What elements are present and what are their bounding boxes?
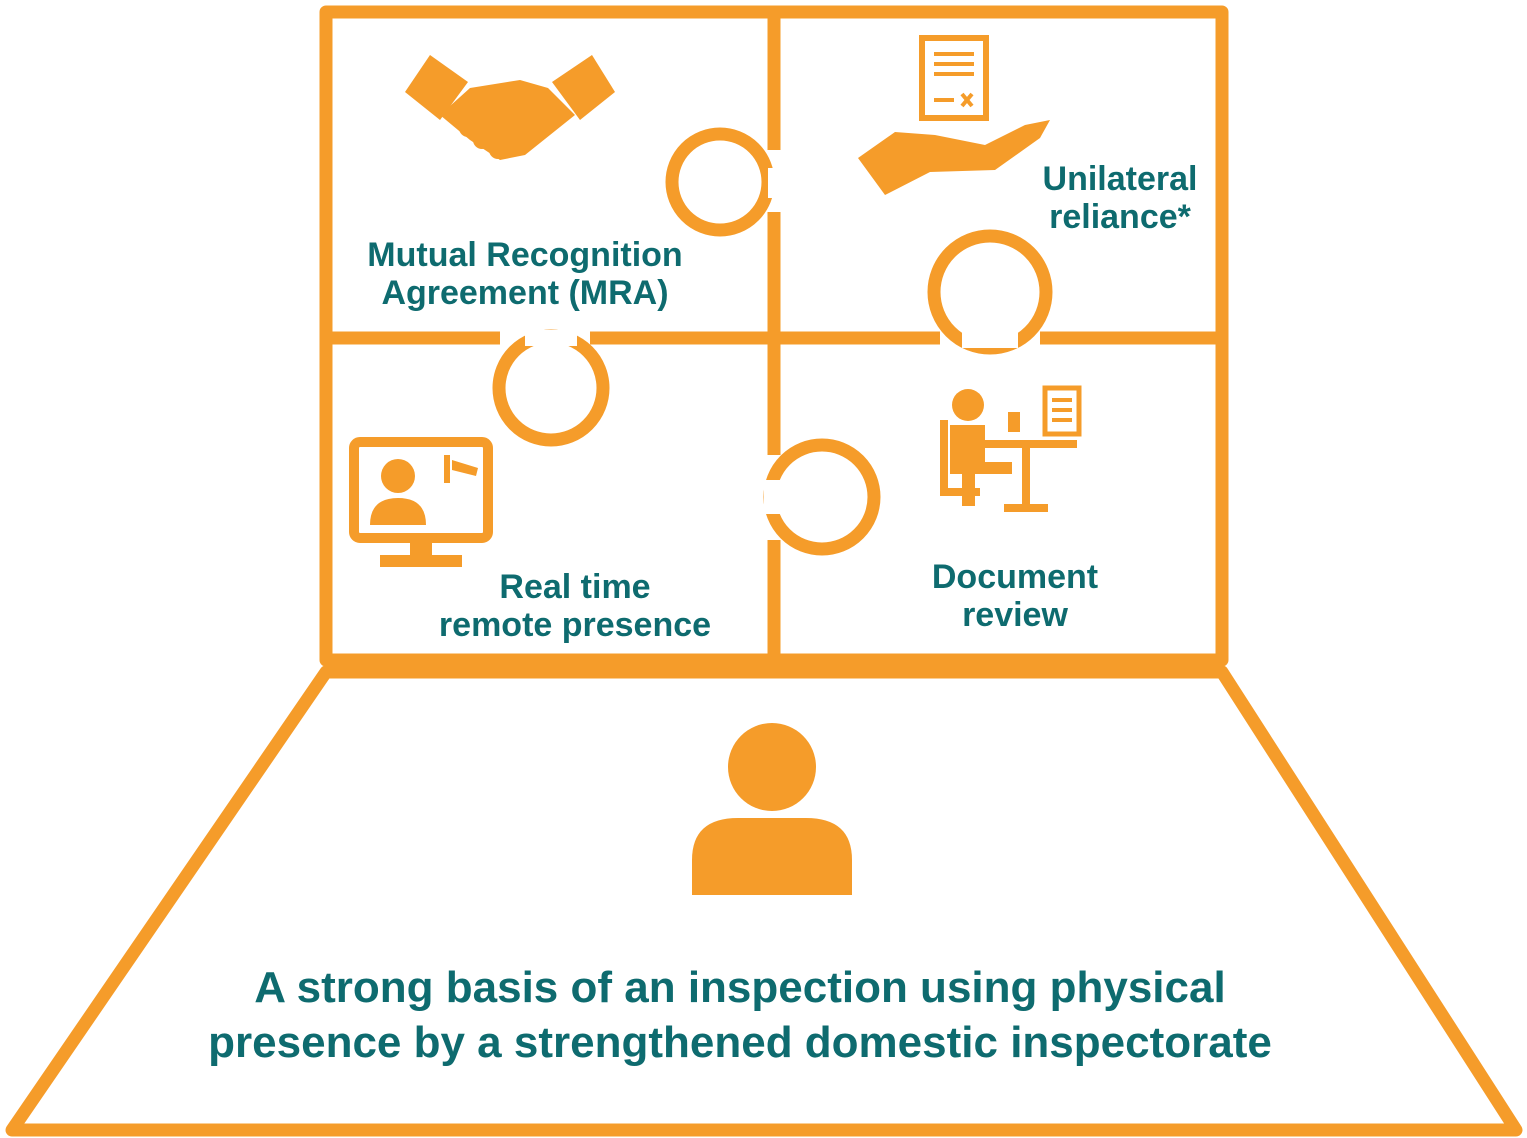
handshake-icon: [405, 55, 615, 160]
person-icon: [692, 723, 852, 895]
document-review-label-line2: review: [962, 596, 1068, 635]
remote-presence-label-line1: Real time: [499, 568, 651, 606]
hand-document-icon: [858, 35, 1050, 195]
base-trapezoid: [5, 665, 1523, 1137]
monitor-camera-icon: [349, 437, 493, 567]
knob-top-right: [927, 229, 1053, 355]
base-statement-line2: presence by a strengthened domestic insp…: [208, 1018, 1272, 1067]
mra-label-line1: Mutual Recognition: [367, 236, 683, 274]
unilateral-label: Unilateral reliance*: [1000, 160, 1240, 236]
mra-label: Mutual Recognition Agreement (MRA): [330, 236, 720, 312]
remote-presence-label-line2: remote presence: [438, 606, 712, 645]
unilateral-label-line1: Unilateral: [1042, 160, 1198, 198]
desk-worker-icon: [940, 385, 1082, 512]
knob-bottom-left: [492, 329, 610, 447]
knob-top-left: [665, 127, 775, 237]
base-statement-line1: A strong basis of an inspection using ph…: [254, 963, 1226, 1012]
document-review-label: Document review: [890, 558, 1140, 634]
mra-label-line2: Agreement (MRA): [381, 274, 669, 313]
base-statement: A strong basis of an inspection using ph…: [100, 960, 1380, 1070]
knob-bottom-right: [763, 438, 881, 556]
unilateral-label-line2: reliance*: [1049, 198, 1191, 237]
document-review-label-line1: Document: [931, 558, 1099, 596]
remote-presence-label: Real time remote presence: [400, 568, 750, 644]
